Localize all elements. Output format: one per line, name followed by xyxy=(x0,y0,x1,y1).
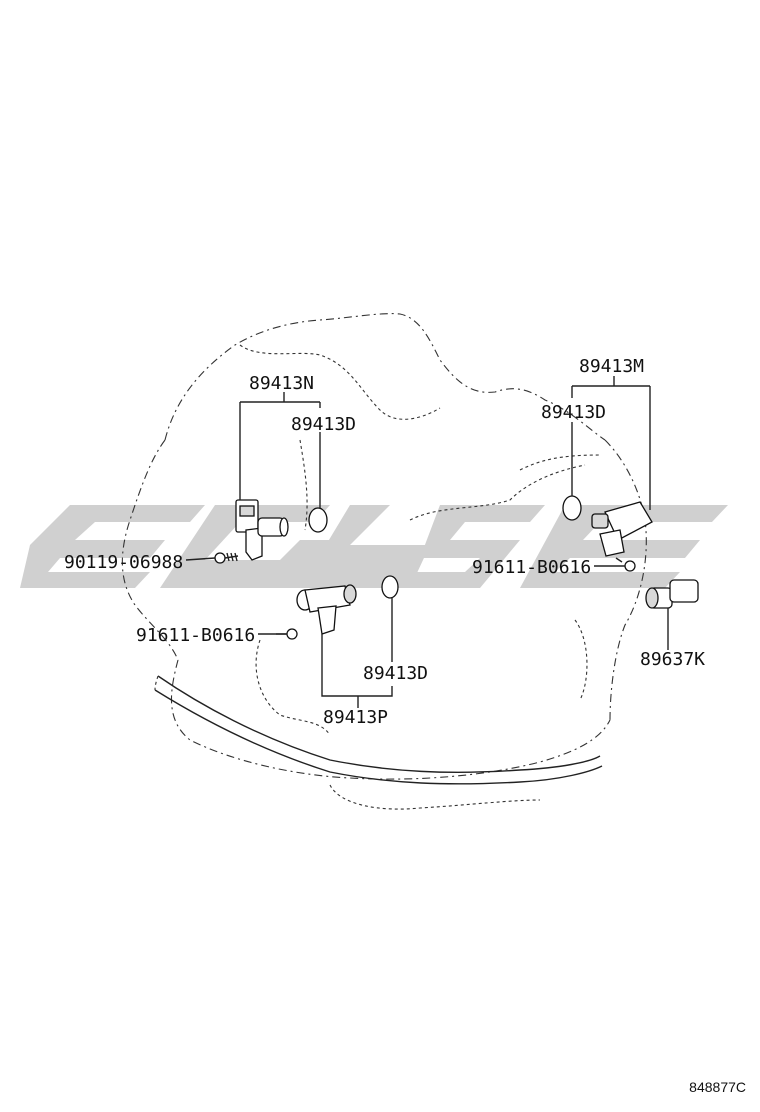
label-90119-06988: 90119-06988 xyxy=(64,552,183,573)
speed-sensor-89413P xyxy=(296,584,357,635)
diagram-reference: 848877C xyxy=(689,1079,746,1095)
bolt-91611-right xyxy=(615,557,636,572)
speed-sensor-89413N xyxy=(235,499,289,561)
label-91611-B0616-right: 91611-B0616 xyxy=(472,557,591,578)
leader-lines xyxy=(185,376,669,708)
label-89413N: 89413N xyxy=(249,373,314,394)
o-ring-right xyxy=(562,495,582,521)
transmission-housing-outline xyxy=(121,313,647,810)
sensor-89637K xyxy=(645,579,699,609)
o-ring-center xyxy=(381,575,399,599)
o-ring-left xyxy=(308,507,328,533)
label-89413D-right: 89413D xyxy=(541,402,606,423)
watermark-logo xyxy=(20,505,728,588)
label-89413D-center: 89413D xyxy=(363,663,428,684)
label-89637K: 89637K xyxy=(640,649,705,670)
label-89413D-left: 89413D xyxy=(291,414,356,435)
label-89413M: 89413M xyxy=(579,356,644,377)
label-89413P: 89413P xyxy=(323,707,388,728)
label-91611-B0616-left: 91611-B0616 xyxy=(136,625,255,646)
speed-sensor-89413M xyxy=(591,501,653,557)
